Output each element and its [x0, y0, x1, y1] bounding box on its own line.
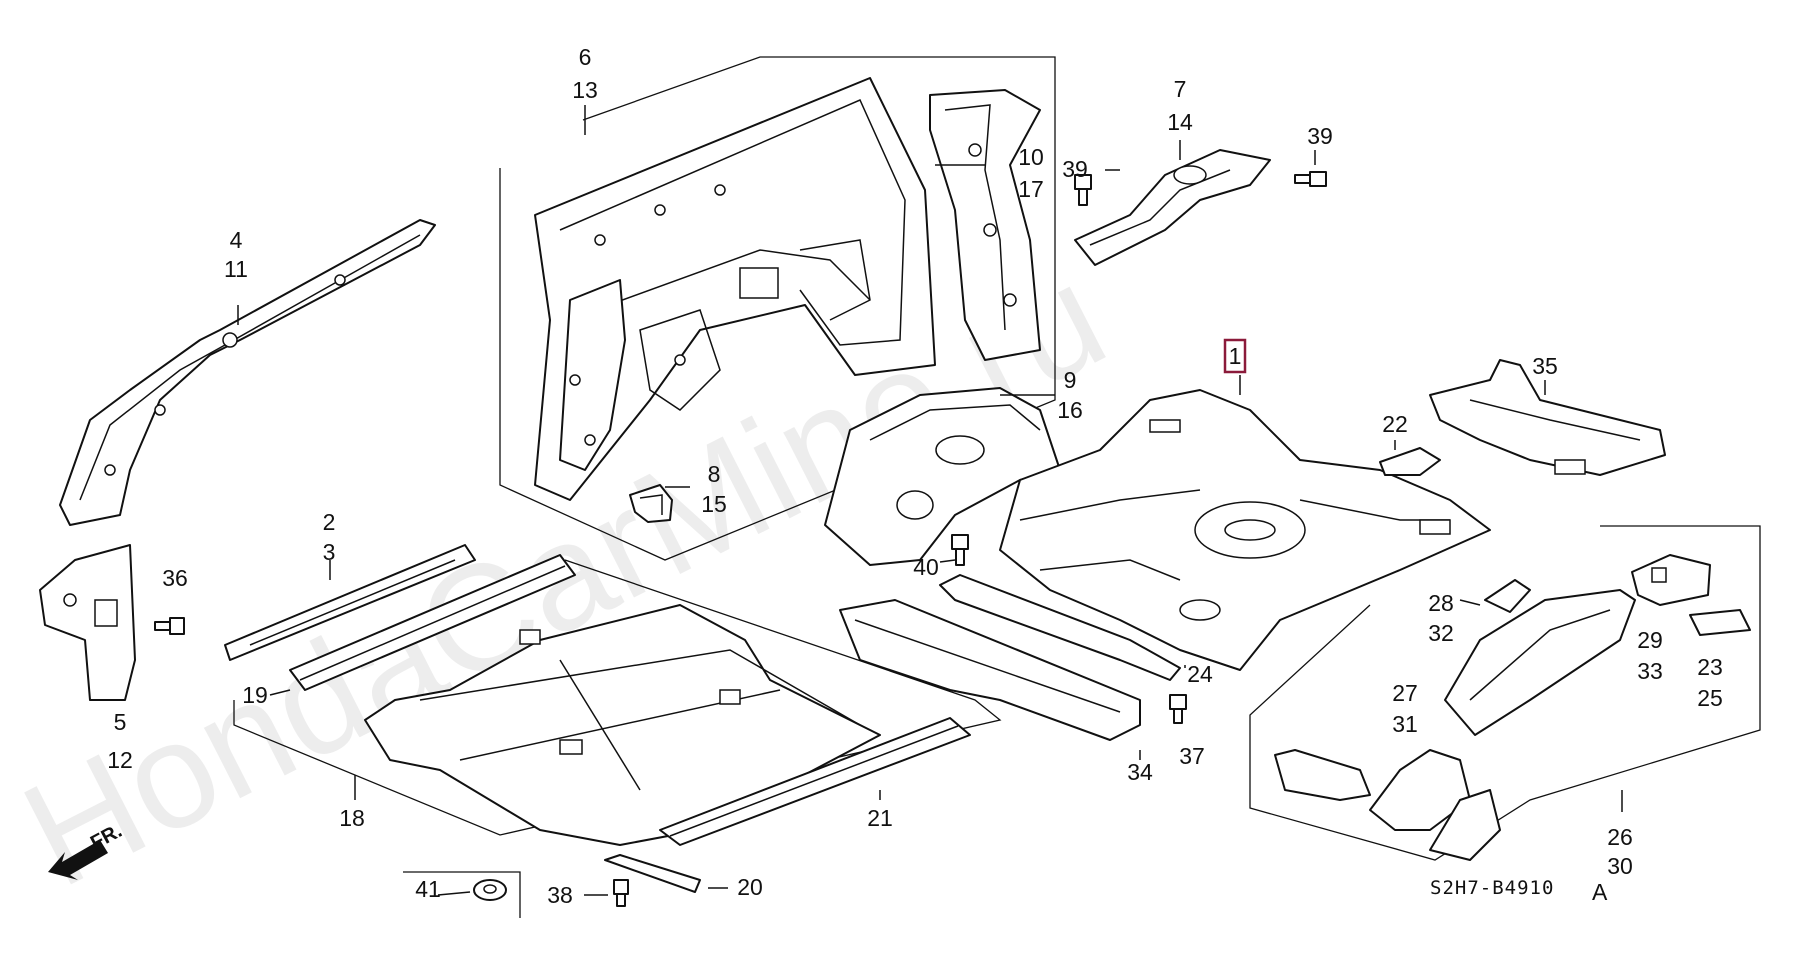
callout-38[interactable]: 38: [547, 882, 573, 908]
bolt-part-40[interactable]: [951, 534, 969, 566]
callout-6[interactable]: 6: [579, 44, 592, 70]
front-floor-part-18[interactable]: [364, 604, 881, 846]
callout-26[interactable]: 26: [1607, 824, 1633, 850]
callout-40[interactable]: 40: [913, 554, 939, 580]
callout-10[interactable]: 10: [1018, 144, 1044, 170]
crossmember-part-34[interactable]: [839, 599, 1141, 741]
callout-23[interactable]: 23: [1697, 654, 1723, 680]
callout-30[interactable]: 30: [1607, 853, 1633, 879]
callout-39-left[interactable]: 39: [1062, 156, 1088, 182]
bracket-part-23-25[interactable]: [1689, 609, 1751, 636]
rear-floor-part-1[interactable]: [999, 389, 1491, 671]
callout-labels: 1 2 3 4 5 6 7 8 9 10 11 12 13 14 15 16 1…: [107, 44, 1723, 908]
side-sill-part-19[interactable]: [289, 554, 576, 691]
callout-19[interactable]: 19: [242, 682, 268, 708]
group-box-nut: [403, 871, 521, 918]
bolt-part-39-right[interactable]: [1294, 171, 1327, 187]
callout-31[interactable]: 31: [1392, 711, 1418, 737]
highlight-box: [1223, 338, 1247, 374]
pillar-part-10-17[interactable]: [929, 89, 1041, 361]
bracket-part-29-33[interactable]: [1631, 554, 1711, 606]
bolt-part-36[interactable]: [154, 617, 185, 635]
callout-22[interactable]: 22: [1382, 411, 1408, 437]
frame-part-27-31[interactable]: [1444, 589, 1636, 736]
callout-11[interactable]: 11: [224, 256, 248, 282]
callout-33[interactable]: 33: [1637, 658, 1663, 684]
group-box-rear-panel: [499, 56, 1056, 561]
callout-1[interactable]: 1: [1229, 343, 1242, 369]
diagram-suffix: A: [1592, 879, 1608, 905]
callout-35[interactable]: 35: [1532, 353, 1558, 379]
callout-8[interactable]: 8: [708, 461, 721, 487]
callout-9[interactable]: 9: [1064, 367, 1077, 393]
callout-12[interactable]: 12: [107, 747, 133, 773]
callout-5[interactable]: 5: [114, 709, 127, 735]
bolt-part-38[interactable]: [613, 879, 629, 907]
callout-28[interactable]: 28: [1428, 590, 1454, 616]
bracket-part-7-14[interactable]: [1074, 149, 1271, 266]
diagram-code: S2H7-B4910: [1430, 877, 1554, 899]
bar-part-24[interactable]: [939, 574, 1181, 681]
callout-2[interactable]: 2: [323, 509, 336, 535]
callout-25[interactable]: 25: [1697, 685, 1723, 711]
callout-21[interactable]: 21: [867, 805, 893, 831]
callout-17[interactable]: 17: [1018, 176, 1044, 202]
bolt-part-39-left[interactable]: [1074, 174, 1092, 206]
callout-32[interactable]: 32: [1428, 620, 1454, 646]
callout-37[interactable]: 37: [1179, 743, 1205, 769]
callout-20[interactable]: 20: [737, 874, 763, 900]
callout-29[interactable]: 29: [1637, 627, 1663, 653]
bracket-part-28-32[interactable]: [1484, 579, 1531, 613]
sill-part-21[interactable]: [659, 717, 971, 846]
callout-13[interactable]: 13: [572, 77, 598, 103]
callout-4[interactable]: 4: [230, 227, 243, 253]
bracket-part-8-15[interactable]: [629, 484, 673, 523]
nut-part-41[interactable]: [473, 879, 507, 901]
callout-7[interactable]: 7: [1174, 76, 1187, 102]
callout-14[interactable]: 14: [1167, 109, 1193, 135]
callout-3[interactable]: 3: [323, 539, 336, 565]
callout-18[interactable]: 18: [339, 805, 365, 831]
bracket-part-22[interactable]: [1379, 447, 1441, 476]
callout-39-right[interactable]: 39: [1307, 123, 1333, 149]
side-sill-part-2-3[interactable]: [224, 544, 476, 661]
callout-15[interactable]: 15: [701, 491, 727, 517]
arrow-icon: [48, 840, 108, 880]
frame-part-26-30[interactable]: [1274, 749, 1501, 861]
callout-24[interactable]: 24: [1187, 661, 1213, 687]
roof-rail-part-4-11[interactable]: [59, 219, 436, 526]
callout-27[interactable]: 27: [1392, 680, 1418, 706]
callout-41[interactable]: 41: [415, 876, 441, 902]
callout-16[interactable]: 16: [1057, 397, 1083, 423]
crossmember-part-35[interactable]: [1429, 359, 1666, 476]
callout-36[interactable]: 36: [162, 565, 188, 591]
bracket-part-20[interactable]: [604, 854, 701, 893]
bolt-part-37[interactable]: [1169, 694, 1187, 724]
side-panel-part-6-13[interactable]: [534, 77, 936, 501]
leader-lines: [237, 105, 1623, 896]
callout-34[interactable]: 34: [1127, 759, 1153, 785]
lower-pillar-part-5-12[interactable]: [39, 544, 136, 701]
